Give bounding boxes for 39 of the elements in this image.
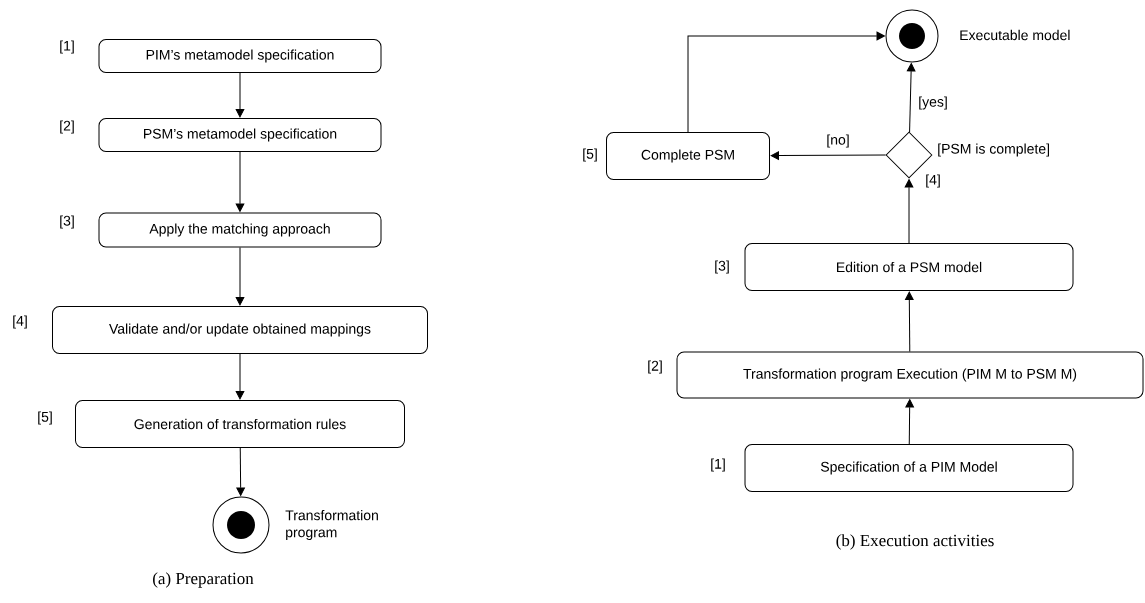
step-number: [1] — [711, 458, 725, 472]
activity-box: Specification of a PIM Model — [744, 444, 1074, 492]
activity-box: Transformation program Execution (PIM M to PSM M) — [676, 351, 1144, 399]
activity-box: PSM’s metamodel specification — [98, 118, 382, 152]
step-number: [3] — [715, 260, 729, 274]
step-number: [4] — [926, 174, 940, 188]
arrow — [235, 247, 245, 306]
edge-label: [no] — [825, 133, 851, 149]
activity-box: Apply the matching approach — [98, 212, 382, 248]
arrow — [905, 291, 914, 352]
arrow — [904, 179, 914, 244]
activity-box: Generation of transformation rules — [75, 400, 405, 448]
activity-box: Validate and/or update obtained mappings — [52, 306, 428, 354]
step-number: [5] — [583, 148, 597, 162]
node-caption: [PSM is complete] — [938, 143, 1049, 157]
step-number: [1] — [60, 40, 74, 54]
step-number: [2] — [648, 360, 662, 374]
arrow — [236, 447, 245, 496]
final-state — [212, 496, 270, 554]
step-number: [2] — [60, 120, 74, 134]
step-number: [5] — [38, 411, 52, 425]
arrow — [235, 151, 245, 212]
figure-caption: (b) Execution activities — [836, 534, 994, 550]
arrow — [905, 399, 914, 445]
activity-box: Complete PSM — [606, 132, 770, 180]
edge-label: [yes] — [917, 95, 949, 111]
arrow — [906, 63, 916, 133]
step-number: [3] — [60, 215, 74, 229]
arrow — [687, 31, 885, 133]
activity-box: PIM’s metamodel specification — [98, 39, 382, 73]
node-caption: Transformation program — [285, 510, 378, 541]
step-number: [4] — [13, 315, 27, 329]
arrow — [235, 353, 245, 400]
node-caption: Executable model — [960, 29, 1070, 41]
figure-caption: (a) Preparation — [153, 572, 254, 588]
final-state — [885, 9, 939, 63]
activity-box: Edition of a PSM model — [744, 243, 1074, 291]
arrow — [770, 151, 887, 160]
arrow — [235, 72, 245, 118]
